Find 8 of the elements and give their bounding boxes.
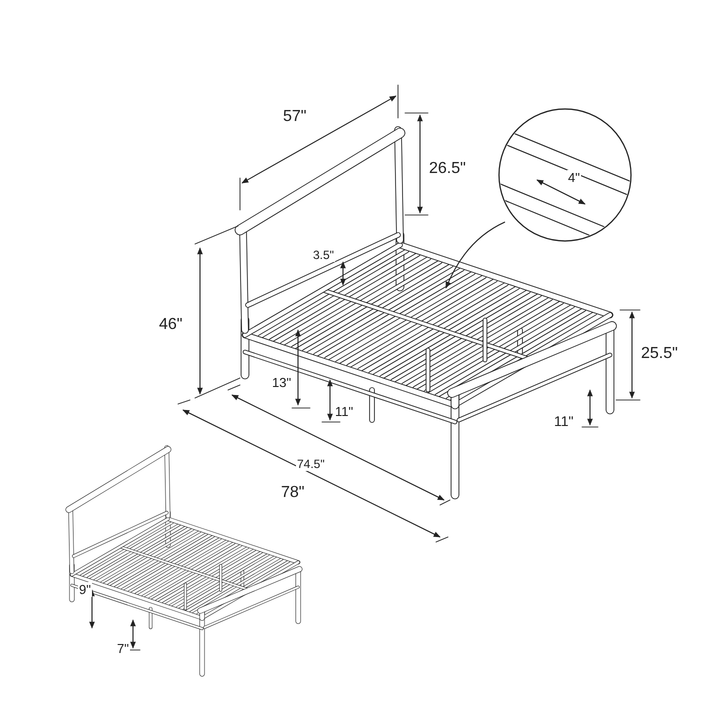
dimension-label: 7"	[116, 641, 130, 656]
dimension-label: 13"	[271, 375, 292, 390]
dimension-label: 74.5"	[296, 457, 326, 471]
dimension-label: 11"	[334, 404, 354, 419]
dimension-label: 4"	[567, 170, 581, 185]
dimension-label: 11"	[553, 413, 575, 429]
dimension-label: 9"	[78, 582, 92, 597]
dimension-label: 3.5"	[312, 248, 335, 262]
